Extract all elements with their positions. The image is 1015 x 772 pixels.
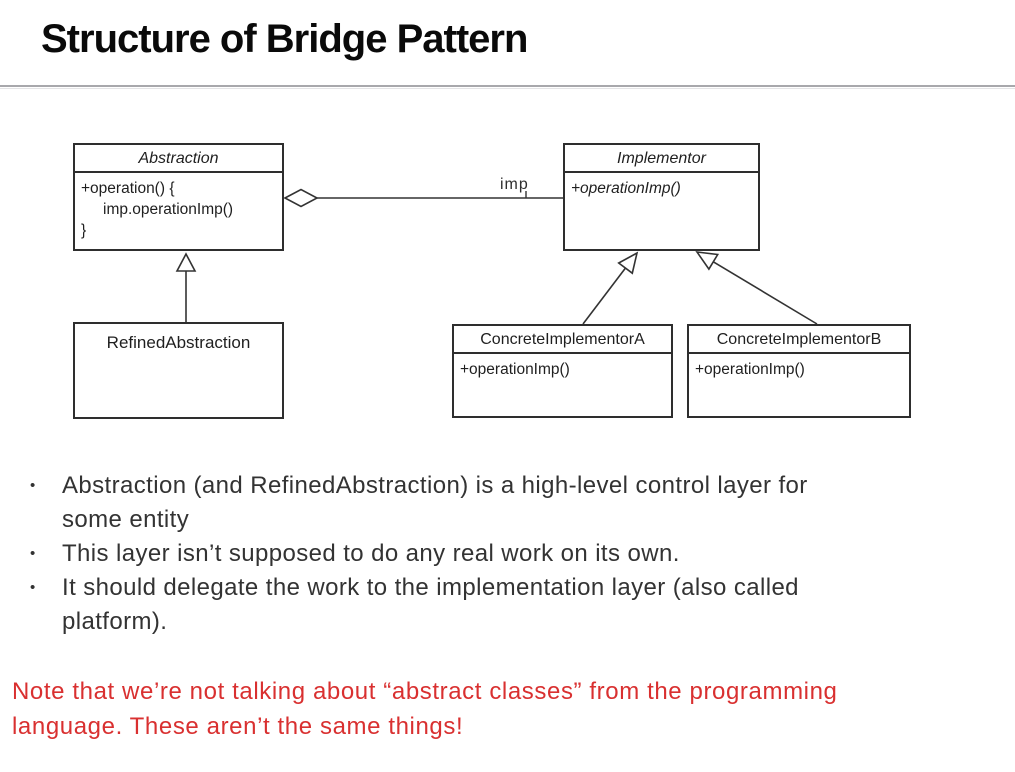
bullet-icon: • bbox=[30, 545, 36, 562]
class-implementor-body: +operationImp() bbox=[565, 173, 758, 204]
aggregation-role-label: imp bbox=[500, 176, 529, 193]
code-line: } bbox=[81, 222, 87, 239]
list-item: • Abstraction (and RefinedAbstraction) i… bbox=[30, 469, 1005, 537]
note-line: Note that we’re not talking about “abstr… bbox=[12, 678, 838, 705]
inheritance-line-concrete-b bbox=[712, 261, 818, 325]
bullet-line: Abstraction (and RefinedAbstraction) is … bbox=[62, 472, 808, 499]
class-concrete-implementor-b-name: ConcreteImplementorB bbox=[689, 326, 909, 354]
bullet-text: It should delegate the work to the imple… bbox=[62, 571, 1005, 639]
class-concrete-implementor-a-name: ConcreteImplementorA bbox=[454, 326, 671, 354]
class-abstraction-name: Abstraction bbox=[75, 145, 282, 173]
bullet-line: some entity bbox=[62, 506, 190, 533]
class-concrete-implementor-b: ConcreteImplementorB +operationImp() bbox=[687, 324, 911, 418]
note-text: Note that we’re not talking about “abstr… bbox=[12, 674, 1012, 744]
bullet-line: It should delegate the work to the imple… bbox=[62, 574, 799, 601]
class-refined-abstraction-name: RefinedAbstraction bbox=[106, 333, 251, 352]
class-implementor-name: Implementor bbox=[565, 145, 758, 173]
uml-connectors bbox=[175, 188, 818, 325]
inheritance-arrow-concrete-a-icon bbox=[617, 251, 639, 275]
list-item: • It should delegate the work to the imp… bbox=[30, 571, 1005, 639]
bullet-icon: • bbox=[30, 579, 36, 596]
code-line: +operationImp() bbox=[460, 361, 570, 378]
code-line: +operation() { bbox=[81, 180, 175, 197]
class-abstraction-body: +operation() { imp.operationImp() } bbox=[75, 173, 282, 246]
class-abstraction: Abstraction +operation() { imp.operation… bbox=[73, 143, 284, 251]
bullet-line: platform). bbox=[62, 608, 168, 635]
title-divider bbox=[0, 85, 1015, 89]
class-concrete-implementor-a-body: +operationImp() bbox=[454, 354, 671, 385]
list-item: • This layer isn’t supposed to do any re… bbox=[30, 537, 1005, 571]
bullet-list: • Abstraction (and RefinedAbstraction) i… bbox=[30, 469, 1005, 639]
class-concrete-implementor-b-body: +operationImp() bbox=[689, 354, 909, 385]
bullet-text: This layer isn’t supposed to do any real… bbox=[62, 537, 1005, 571]
bullet-text: Abstraction (and RefinedAbstraction) is … bbox=[62, 469, 1005, 537]
code-line: +operationImp() bbox=[695, 361, 805, 378]
aggregation-diamond-icon bbox=[283, 188, 319, 208]
bullet-icon: • bbox=[30, 477, 36, 494]
code-line: imp.operationImp() bbox=[103, 201, 234, 218]
note-line: language. These aren’t the same things! bbox=[12, 713, 464, 740]
inheritance-line-concrete-a bbox=[582, 267, 627, 325]
inheritance-arrow-refined-icon bbox=[175, 252, 197, 272]
code-line: +operationImp() bbox=[571, 180, 681, 197]
class-implementor: Implementor +operationImp() bbox=[563, 143, 760, 251]
inheritance-arrow-concrete-b-icon bbox=[695, 250, 720, 271]
class-concrete-implementor-a: ConcreteImplementorA +operationImp() bbox=[452, 324, 673, 418]
bullet-line: This layer isn’t supposed to do any real… bbox=[62, 540, 680, 567]
class-refined-abstraction: RefinedAbstraction bbox=[73, 322, 284, 419]
page-title: Structure of Bridge Pattern bbox=[41, 17, 528, 61]
